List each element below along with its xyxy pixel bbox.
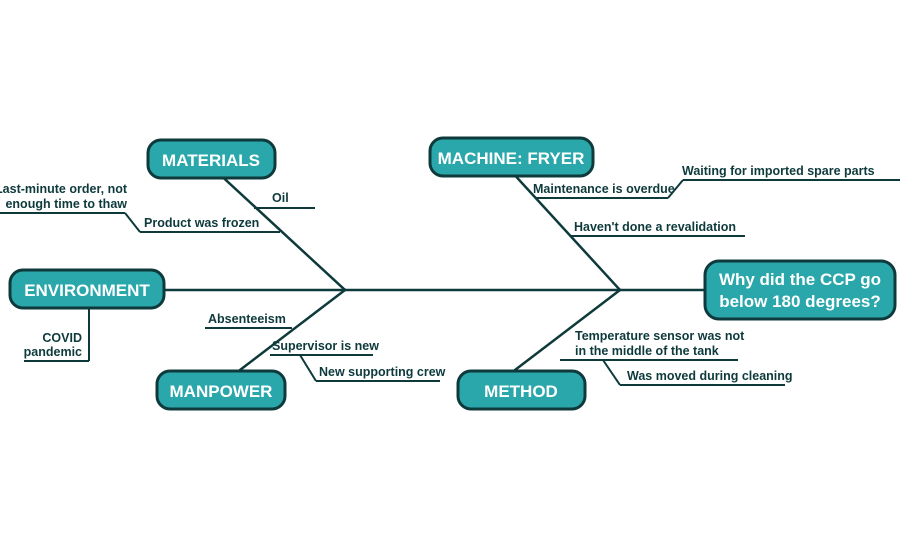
environment-cause-covid-line2: pandemic bbox=[24, 345, 82, 359]
manpower-cause-absenteeism: Absenteeism bbox=[208, 312, 286, 326]
method-cause-sensor-line2: in the middle of the tank bbox=[575, 344, 719, 358]
method-cause-moved-connector bbox=[602, 359, 621, 386]
problem-box: Why did the CCP go below 180 degrees? bbox=[703, 259, 897, 321]
manpower-cause-supervisor: Supervisor is new bbox=[272, 339, 379, 353]
method-category-box: METHOD bbox=[456, 369, 587, 411]
materials-cause-oil: Oil bbox=[272, 191, 289, 205]
method-cause-moved: Was moved during cleaning bbox=[627, 369, 793, 383]
manpower-cause-crew-connector bbox=[299, 354, 317, 382]
materials-category-label: MATERIALS bbox=[162, 151, 260, 170]
materials-cause-thaw-connector bbox=[124, 212, 141, 233]
materials-cause-thaw-line2: enough time to thaw bbox=[5, 197, 127, 211]
manpower-category-box: MANPOWER bbox=[155, 369, 287, 411]
materials-category-box: MATERIALS bbox=[146, 138, 277, 180]
environment-cause-covid-line1: COVID bbox=[42, 331, 82, 345]
environment-category-label: ENVIRONMENT bbox=[24, 281, 150, 300]
manpower-category-label: MANPOWER bbox=[170, 382, 273, 401]
materials-bone bbox=[213, 168, 347, 292]
manpower-bone bbox=[238, 288, 347, 372]
problem-label-line2: below 180 degrees? bbox=[719, 292, 881, 311]
method-category-label: METHOD bbox=[484, 382, 558, 401]
machine-cause-revalidation: Haven't done a revalidation bbox=[574, 220, 736, 234]
machine-category-label: MACHINE: FRYER bbox=[438, 149, 585, 168]
machine-bone bbox=[508, 168, 622, 292]
manpower-cause-crew: New supporting crew bbox=[319, 365, 446, 379]
machine-category-box: MACHINE: FRYER bbox=[428, 136, 595, 178]
machine-cause-spare-line bbox=[667, 179, 684, 199]
machine-cause-spare-parts: Waiting for imported spare parts bbox=[682, 164, 875, 178]
problem-label-line1: Why did the CCP go bbox=[719, 270, 881, 289]
method-cause-sensor-line1: Temperature sensor was not bbox=[575, 329, 745, 343]
machine-cause-maintenance: Maintenance is overdue bbox=[533, 182, 675, 196]
environment-category-box: ENVIRONMENT bbox=[8, 268, 166, 310]
method-bone bbox=[513, 288, 622, 372]
materials-cause-frozen: Product was frozen bbox=[144, 216, 259, 230]
materials-cause-thaw-line1: Last-minute order, not bbox=[0, 182, 128, 196]
